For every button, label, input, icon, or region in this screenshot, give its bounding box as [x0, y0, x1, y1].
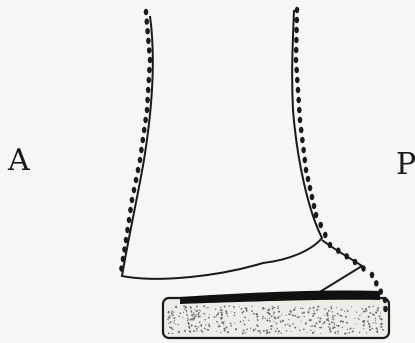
posterior-label: P: [396, 150, 415, 180]
posterior-dotted-line: [294, 7, 388, 312]
heel-strut: [318, 240, 362, 293]
leg-outline: [122, 10, 322, 279]
anterior-label: A: [8, 146, 30, 176]
